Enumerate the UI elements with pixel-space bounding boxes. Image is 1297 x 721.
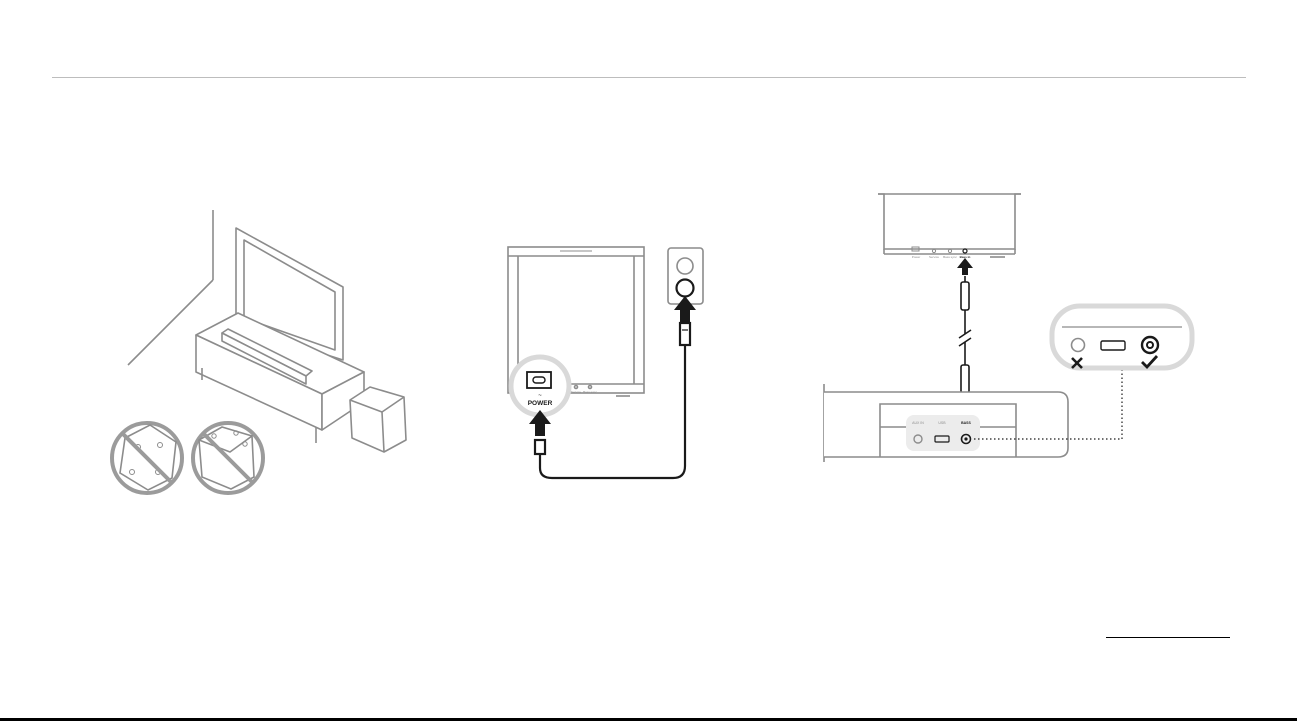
footer-link-underline[interactable]	[1106, 637, 1230, 638]
subwoofer-top-icon	[878, 194, 1021, 257]
sub-power-label: Power	[912, 255, 921, 259]
bass-cable-icon	[959, 276, 971, 398]
port-detail-callout	[1052, 306, 1192, 368]
arrow-up-icon	[957, 258, 973, 275]
aux-in-label: AUX IN	[912, 421, 924, 425]
usb-label: USB	[938, 421, 946, 425]
bass-label: BASS	[961, 421, 971, 425]
sub-service-label: Service	[929, 255, 939, 259]
sub-bass-sync-label: Bass sync	[943, 255, 957, 259]
